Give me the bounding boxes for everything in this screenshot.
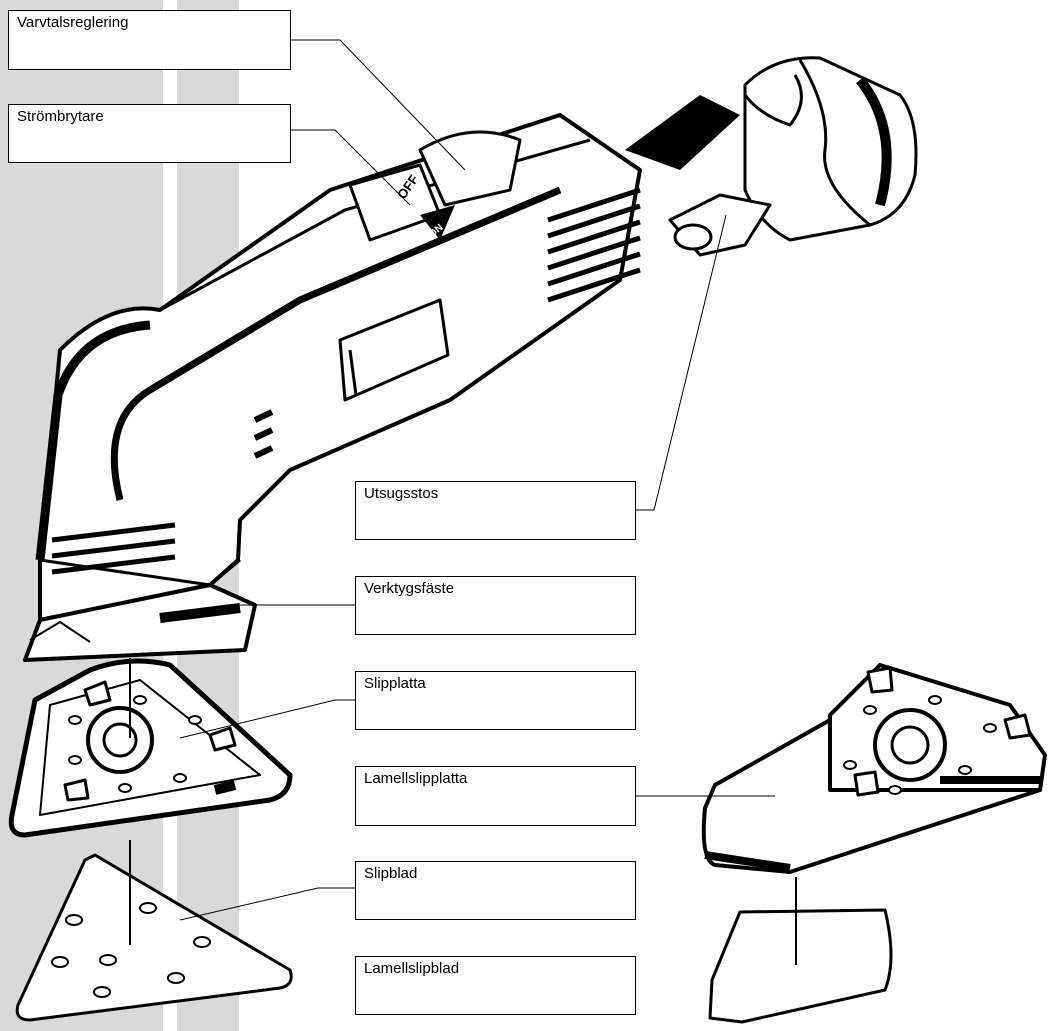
tool-mount-drawing <box>23 583 257 662</box>
label-sanding-sheet: Slipblad <box>355 861 636 920</box>
sanding-sheet-drawing <box>15 853 293 1022</box>
assembly-axes <box>129 658 797 965</box>
leader-lines <box>179 39 775 921</box>
dust-port-drawing <box>625 56 918 257</box>
label-speed-control: Varvtalsreglering <box>8 10 291 70</box>
label-lamella-sheet: Lamellslipblad <box>355 956 636 1015</box>
lamella-pad-drawing <box>701 663 1047 874</box>
label-lamella-pad: Lamellslipplatta <box>355 766 636 826</box>
sanding-pad-drawing <box>8 658 293 838</box>
sander-body-drawing <box>35 113 642 622</box>
label-tool-mount: Verktygsfäste <box>355 576 636 635</box>
label-sanding-pad: Slipplatta <box>355 671 636 730</box>
label-dust-port: Utsugsstos <box>355 481 636 540</box>
lamella-sheet-drawing <box>708 908 893 1024</box>
label-power-switch: Strömbrytare <box>8 104 291 163</box>
